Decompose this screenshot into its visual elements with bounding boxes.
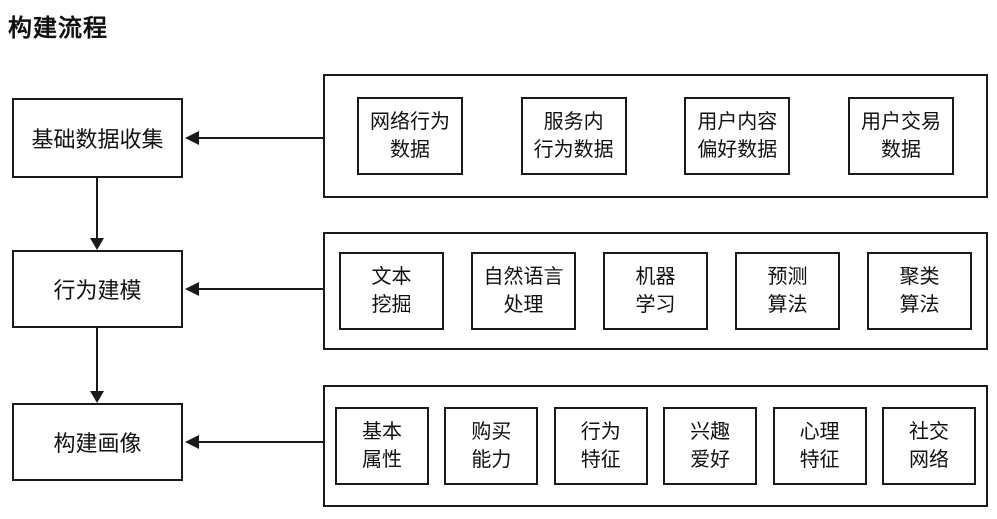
arrow-left-row2 (185, 282, 323, 296)
item-label-line: 学习 (635, 294, 676, 316)
item-label-line: 文本 (371, 266, 412, 288)
stage-box-behavior-modeling: 行为建模 (12, 250, 183, 328)
stage-label: 基础数据收集 (31, 127, 164, 152)
item-box-psychological-features: 心理 特征 (772, 407, 867, 485)
page-title: 构建流程 (8, 15, 108, 42)
item-box-purchasing-power: 购买 能力 (444, 407, 539, 485)
arrow-down-stage1-stage2 (90, 178, 104, 250)
item-box-interests: 兴趣 爱好 (663, 407, 758, 485)
item-box-prediction-algorithm: 预测 算法 (735, 252, 840, 330)
item-label-line: 偏好数据 (697, 139, 778, 161)
item-label-line: 用户内容 (697, 111, 778, 133)
item-label-line: 网络 (908, 449, 949, 471)
stage-label: 构建画像 (53, 431, 142, 456)
item-box-in-service-behavior-data: 服务内 行为数据 (520, 97, 627, 175)
item-label-line: 挖掘 (371, 294, 412, 316)
item-label-line: 行为数据 (533, 139, 614, 161)
item-label-line: 行为 (580, 421, 621, 443)
item-box-content-preference-data: 用户内容 偏好数据 (684, 97, 791, 175)
item-box-clustering-algorithm: 聚类 算法 (867, 252, 972, 330)
item-box-transaction-data: 用户交易 数据 (847, 97, 954, 175)
item-label-line: 用户交易 (860, 111, 941, 133)
arrow-shaft (197, 288, 323, 290)
item-label-line: 自然语言 (483, 266, 564, 288)
item-label-line: 基本 (362, 421, 402, 443)
item-label-line: 数据 (390, 139, 430, 161)
item-label-line: 兴趣 (690, 421, 731, 443)
item-label-line: 机器 (635, 266, 676, 288)
item-box-basic-attributes: 基本 属性 (335, 407, 429, 485)
arrow-head-down-icon (90, 391, 104, 403)
arrow-head-left-icon (185, 131, 199, 145)
item-label-line: 处理 (503, 294, 544, 316)
item-box-social-network: 社交 网络 (881, 407, 976, 485)
item-label-line: 特征 (580, 449, 621, 471)
item-box-network-behavior-data: 网络行为 数据 (357, 97, 463, 175)
item-label-line: 聚类 (899, 266, 940, 288)
arrow-shaft (197, 137, 323, 139)
arrow-left-row3 (185, 435, 323, 449)
arrow-shaft (96, 178, 98, 239)
group-box-profile-dimensions: 基本 属性 购买 能力 行为 特征 兴趣 爱好 心理 特征 社交 网络 (323, 385, 988, 507)
item-label-line: 心理 (799, 421, 840, 443)
item-label-line: 能力 (471, 449, 512, 471)
group-box-data-sources: 网络行为 数据 服务内 行为数据 用户内容 偏好数据 用户交易 数据 (323, 74, 988, 198)
item-box-text-mining: 文本 挖掘 (339, 252, 444, 330)
item-label-line: 属性 (362, 449, 402, 471)
arrow-head-left-icon (185, 282, 199, 296)
item-box-nlp: 自然语言 处理 (471, 252, 576, 330)
item-label-line: 社交 (908, 421, 949, 443)
stage-box-data-collection: 基础数据收集 (12, 98, 183, 178)
item-label-line: 算法 (899, 294, 940, 316)
item-label-line: 特征 (799, 449, 840, 471)
item-label-line: 算法 (767, 294, 808, 316)
item-label-line: 购买 (471, 421, 512, 443)
item-box-machine-learning: 机器 学习 (603, 252, 708, 330)
arrow-down-stage2-stage3 (90, 328, 104, 403)
group-box-modeling-methods: 文本 挖掘 自然语言 处理 机器 学习 预测 算法 聚类 算法 (323, 232, 988, 350)
item-label-line: 爱好 (690, 449, 731, 471)
arrow-left-row1 (185, 131, 323, 145)
item-label-line: 数据 (880, 139, 921, 161)
arrow-head-down-icon (90, 238, 104, 250)
item-box-behavior-features: 行为 特征 (553, 407, 648, 485)
arrow-shaft (197, 441, 323, 443)
item-label-line: 预测 (767, 266, 808, 288)
item-label-line: 网络行为 (370, 111, 450, 133)
item-label-line: 服务内 (543, 111, 604, 133)
stage-box-build-profile: 构建画像 (12, 403, 183, 481)
arrow-head-left-icon (185, 435, 199, 449)
arrow-shaft (96, 328, 98, 392)
stage-label: 行为建模 (53, 278, 142, 303)
